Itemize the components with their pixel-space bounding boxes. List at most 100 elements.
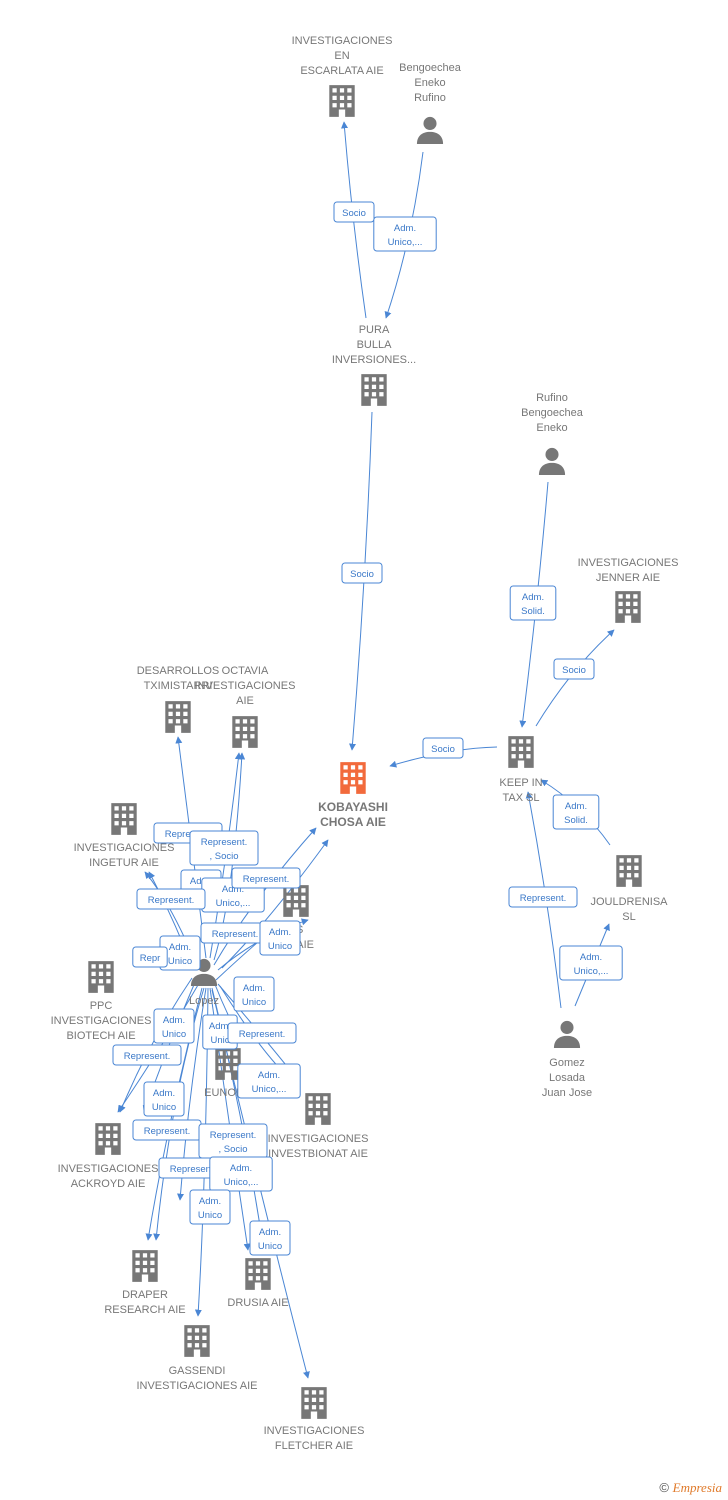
edge-label-box	[559, 945, 623, 981]
edge-label-text: Adm.	[580, 952, 602, 963]
edge-label[interactable]: Socio	[333, 201, 375, 223]
edge-label[interactable]: Represent.	[112, 1044, 182, 1066]
node-label: INVERSIONES...	[332, 354, 416, 366]
building-icon	[301, 1387, 327, 1419]
edge-label-box	[553, 658, 595, 680]
edge-label[interactable]: Adm.Solid.	[509, 585, 557, 621]
building-icon	[95, 1123, 121, 1155]
edge-n14-n15	[119, 977, 193, 1113]
node-label: SL	[622, 911, 635, 923]
node-label: EN	[334, 50, 349, 62]
edge-label[interactable]: Repr	[132, 946, 168, 968]
edge-n14-n6	[221, 839, 329, 969]
person-icon	[538, 447, 566, 475]
edge-label[interactable]: Adm.Unico	[153, 1008, 195, 1044]
edge-label-text: Represent.	[124, 1051, 170, 1062]
edge-label-text: , Socio	[218, 1144, 247, 1155]
edge-label[interactable]: Represent.	[227, 1022, 297, 1044]
edge-label[interactable]: Adm.Unico	[249, 1220, 291, 1256]
node-label: Rufino	[536, 392, 568, 404]
edge-label-box	[552, 794, 600, 830]
edge-label-box	[153, 1008, 195, 1044]
node-n21[interactable]: GASSENDI INVESTIGACIONES AIE	[136, 1325, 258, 1392]
node-n20[interactable]: DRUSIA AIE	[227, 1258, 289, 1309]
edge-label-box	[333, 201, 375, 223]
edge-label-text: Represent.	[201, 837, 247, 848]
edge-label[interactable]: Adm.Unico	[189, 1189, 231, 1225]
edge-label[interactable]: Adm.Unico	[233, 976, 275, 1012]
edge-label[interactable]: Represent.	[200, 922, 270, 944]
copyright-symbol: ©	[659, 1480, 670, 1495]
edge-label[interactable]: Socio	[341, 562, 383, 584]
edge-label[interactable]: Socio	[553, 658, 595, 680]
edge-label-box	[189, 830, 259, 866]
edge-label[interactable]: Adm.Unico	[159, 935, 201, 971]
edge-label[interactable]: Adm.Unico,...	[209, 1156, 273, 1192]
node-label: TXIMISTARRI	[144, 680, 213, 692]
node-label: KOBAYASHI	[318, 800, 388, 814]
edge-label-box	[373, 216, 437, 252]
building-icon	[508, 736, 534, 768]
edge-label-text: Socio	[342, 208, 366, 219]
person-icon	[416, 116, 444, 144]
edge-label-text: Adm.	[163, 1015, 185, 1026]
edge-label-box	[233, 976, 275, 1012]
brand-logo[interactable]: Empresia	[672, 1480, 722, 1495]
edge-label[interactable]: Adm.Unico,...	[237, 1063, 301, 1099]
edge-label-text: Unico	[242, 997, 266, 1008]
copyright: © Empresia	[659, 1480, 722, 1496]
edge-label[interactable]: Represent.	[132, 1119, 202, 1141]
node-n3[interactable]: PURABULLAINVERSIONES...	[332, 324, 416, 406]
node-label: ESCARLATA AIE	[300, 65, 383, 77]
node-label: INVESTIGACIONES	[264, 1425, 365, 1437]
edge-label-box	[509, 585, 557, 621]
edge-label[interactable]: Adm.Unico	[259, 920, 301, 956]
building-icon	[283, 885, 309, 917]
edge-label-text: Adm.	[190, 876, 212, 887]
edge-label[interactable]: Represent.	[508, 886, 578, 908]
node-label: JENNER AIE	[596, 572, 660, 584]
edge-label[interactable]: Adm.Solid.	[552, 794, 600, 830]
edge-label[interactable]: Adm.Unico	[143, 1081, 185, 1117]
node-label: INVESTIGACIONES	[578, 557, 679, 569]
edge-label[interactable]: Socio	[422, 737, 464, 759]
building-icon	[165, 701, 191, 733]
node-label: Lopez	[189, 995, 219, 1007]
edge-label-box	[231, 867, 301, 889]
edge-label[interactable]: Adm.Unico,...	[559, 945, 623, 981]
edge-label-text: Adm.	[269, 927, 291, 938]
node-label: Eneko	[414, 77, 445, 89]
edge-label-text: Solid.	[564, 815, 588, 826]
node-label: INVESTIGACIONES	[195, 680, 296, 692]
node-n5[interactable]: INVESTIGACIONES JENNER AIE	[578, 557, 679, 623]
node-label: GASSENDI	[169, 1365, 226, 1377]
node-label: AIE	[236, 695, 254, 707]
edge-label[interactable]: Represent., Socio	[189, 830, 259, 866]
node-label: ACKROYD AIE	[71, 1178, 146, 1190]
node-label: INVESTIGACIONES AIE	[136, 1380, 257, 1392]
node-n14[interactable]: Lopez	[189, 958, 219, 1007]
edge-label-text: Unico	[198, 1210, 222, 1221]
edge-label[interactable]: Represent., Socio	[198, 1123, 268, 1159]
node-label: CHOSA AIE	[320, 815, 386, 829]
edge-label[interactable]: Represent.	[136, 888, 206, 910]
edge-label[interactable]: Adm.Unico,...	[373, 216, 437, 252]
edge-label-text: Represent.	[165, 829, 211, 840]
edge-label[interactable]: Represent.	[231, 867, 301, 889]
edge-label-text: Represent.	[148, 895, 194, 906]
